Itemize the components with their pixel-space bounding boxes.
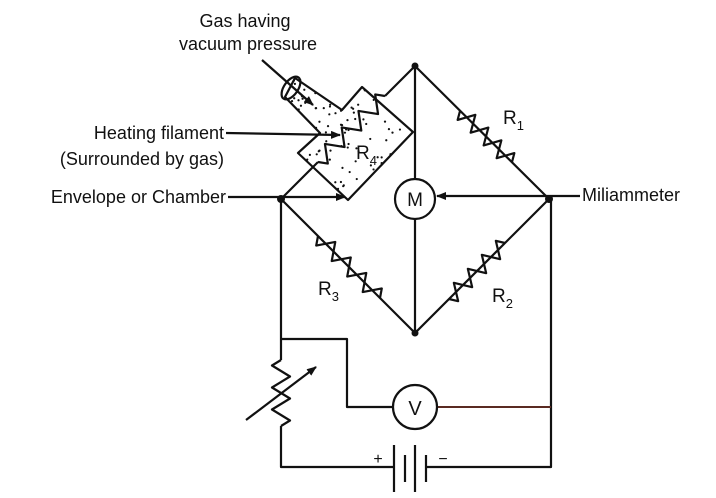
gas-dot <box>363 89 366 92</box>
filament-pointer <box>225 130 341 139</box>
gas-dot <box>328 158 331 161</box>
gas-dot <box>365 122 368 126</box>
gas-dot <box>355 177 358 181</box>
gas-dot <box>324 131 327 134</box>
gas-dot <box>362 118 365 121</box>
gas-dot <box>387 127 391 131</box>
gas-dot <box>297 99 300 102</box>
gas-dot <box>325 140 328 143</box>
node-top <box>411 62 419 70</box>
gas-dot <box>328 105 332 108</box>
supply-wires <box>279 199 553 469</box>
gas-dot <box>326 125 330 128</box>
meter-v-label: V <box>408 398 422 420</box>
gas-dot <box>301 97 304 100</box>
gas-dot <box>347 142 350 146</box>
gas-dot <box>369 164 372 167</box>
gas-dot <box>314 126 318 129</box>
gas-label-line1: Gas having <box>199 11 290 31</box>
gas-dot <box>376 156 379 159</box>
gas-dot <box>318 120 321 123</box>
gas-dot <box>354 160 357 163</box>
battery-minus: − <box>438 451 447 468</box>
meter-m-label: M <box>407 190 423 211</box>
gas-dot <box>328 113 331 116</box>
resistor-r1 <box>456 110 516 163</box>
gas-dot <box>314 92 317 95</box>
gas-dot <box>303 88 306 91</box>
rheostat-arrow <box>245 366 317 421</box>
milliammeter-label: Miliammeter <box>582 185 680 205</box>
gas-dot <box>308 153 311 157</box>
gas-dot <box>329 149 332 152</box>
gas-dot <box>292 79 295 82</box>
gas-dot <box>314 106 318 110</box>
gas-dot <box>339 180 343 184</box>
gas-dot <box>336 187 340 190</box>
battery-symbol <box>392 445 428 492</box>
node-bottom <box>411 329 419 337</box>
gas-dot <box>385 139 388 142</box>
gas-chamber <box>280 75 415 202</box>
gas-label-line2: vacuum pressure <box>179 34 317 54</box>
gas-dot <box>369 137 372 141</box>
r3-label: R3 <box>318 279 339 304</box>
gas-dot <box>372 168 375 171</box>
gas-dot <box>322 106 325 110</box>
gas-dot <box>304 101 307 104</box>
gas-dot <box>380 156 383 159</box>
gas-dot <box>334 181 337 184</box>
gas-dot <box>354 117 357 121</box>
gas-dot <box>293 97 296 100</box>
gas-dot <box>334 112 337 115</box>
gas-dot <box>389 153 392 156</box>
gas-dot <box>317 150 320 153</box>
gas-dot <box>342 184 345 187</box>
gas-dot <box>357 103 360 106</box>
gas-dot <box>348 170 351 174</box>
filament-label-line1: Heating filament <box>94 123 224 143</box>
gas-dot <box>306 158 309 161</box>
gas-dot <box>398 128 402 131</box>
battery-plus: + <box>373 451 382 468</box>
milliammeter-symbol <box>393 177 437 221</box>
envelope-label: Envelope or Chamber <box>51 187 226 207</box>
filament-label-line2: (Surrounded by gas) <box>60 149 224 169</box>
gas-dot <box>339 109 343 112</box>
gas-dot <box>357 150 360 153</box>
gas-dot <box>391 131 394 134</box>
gas-dot <box>341 166 344 169</box>
gas-dot <box>297 108 300 111</box>
bridge-wires <box>280 65 551 335</box>
gas-dot <box>346 119 349 122</box>
gas-dot <box>355 147 358 150</box>
gas-dot <box>293 82 297 86</box>
gas-dot <box>346 146 349 149</box>
resistor-r4 <box>317 93 386 165</box>
r2-label: R2 <box>492 286 513 311</box>
gas-dot <box>340 124 344 127</box>
gas-dot <box>350 106 353 109</box>
gas-dot <box>290 100 294 103</box>
gas-pointer <box>261 59 314 106</box>
r1-label: R1 <box>503 108 524 133</box>
gas-dot <box>352 107 355 110</box>
gas-dot <box>343 131 347 134</box>
resistor-r2 <box>448 239 506 303</box>
gas-dot <box>380 162 383 165</box>
resistor-r3 <box>315 235 383 299</box>
gas-dot <box>383 120 387 123</box>
gas-dot <box>299 104 303 107</box>
gas-dot <box>372 98 375 102</box>
r4-label: R4 <box>356 143 377 168</box>
gas-dot <box>329 103 332 106</box>
gas-dot <box>352 111 355 114</box>
voltmeter-symbol <box>391 383 439 431</box>
gas-dot <box>315 153 318 156</box>
